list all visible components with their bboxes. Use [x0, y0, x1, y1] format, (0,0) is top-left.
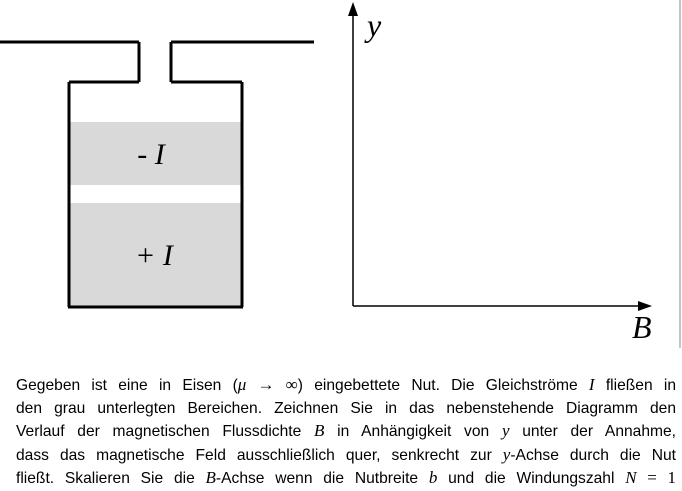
- symbol-y: y: [501, 421, 510, 440]
- caption-text: -Achse durch die Nut: [510, 446, 676, 464]
- caption-text: ) eingebettete Nut. Die Gleichströme: [297, 377, 589, 394]
- caption-line-3: Verlauf der magnetischen Flussdichte B i…: [16, 420, 676, 444]
- symbol-N: N: [625, 468, 637, 487]
- label-plus-I: + I: [135, 239, 175, 272]
- current-region-upper: [69, 122, 242, 185]
- symbol-one: 1: [667, 468, 677, 487]
- caption-text: Gegeben ist eine in Eisen (: [16, 377, 238, 394]
- symbol-infinity: ∞: [285, 375, 298, 394]
- current-region-lower: [69, 203, 242, 307]
- symbol-arrow: →: [246, 375, 286, 394]
- symbol-B: B: [205, 468, 216, 487]
- figure: - I + I y B: [0, 0, 681, 348]
- caption-line-1: Gegeben ist eine in Eisen (μ → ∞) eingeb…: [16, 374, 676, 398]
- caption-line-5: fließt. Skalieren Sie die B-Achse wenn d…: [16, 467, 676, 491]
- symbol-equals: =: [636, 468, 668, 487]
- caption-text: dass das magnetische Feld ausschließlich…: [16, 446, 503, 464]
- caption-line-4: dass das magnetische Feld ausschließlich…: [16, 444, 676, 468]
- b-axis-label: B: [632, 309, 652, 345]
- caption-text: fließen in: [594, 377, 677, 394]
- label-minus-I: - I: [137, 138, 166, 171]
- symbol-B: B: [314, 421, 325, 440]
- symbol-I: I: [588, 375, 595, 394]
- caption-text: unter der Annahme,: [509, 423, 677, 440]
- y-axis-label: y: [364, 7, 382, 43]
- caption-text: -Achse wenn die Nutbreite: [215, 470, 429, 487]
- symbol-y: y: [502, 444, 511, 464]
- symbol-mu: μ: [237, 375, 247, 394]
- b-axis-arrowhead: [638, 301, 652, 311]
- caption-text: fließt. Skalieren Sie die: [16, 470, 206, 487]
- caption-text: Verlauf der magnetischen Flussdichte: [16, 423, 314, 440]
- caption-text: in Anhängigkeit von: [324, 423, 502, 440]
- caption: Gegeben ist eine in Eisen (μ → ∞) eingeb…: [16, 374, 676, 491]
- caption-text: und die Windungszahl: [437, 470, 626, 487]
- caption-line-2: den grau unterlegten Bereichen. Zeichnen…: [16, 399, 676, 417]
- symbol-b: b: [428, 468, 438, 487]
- y-axis-arrowhead: [348, 2, 358, 16]
